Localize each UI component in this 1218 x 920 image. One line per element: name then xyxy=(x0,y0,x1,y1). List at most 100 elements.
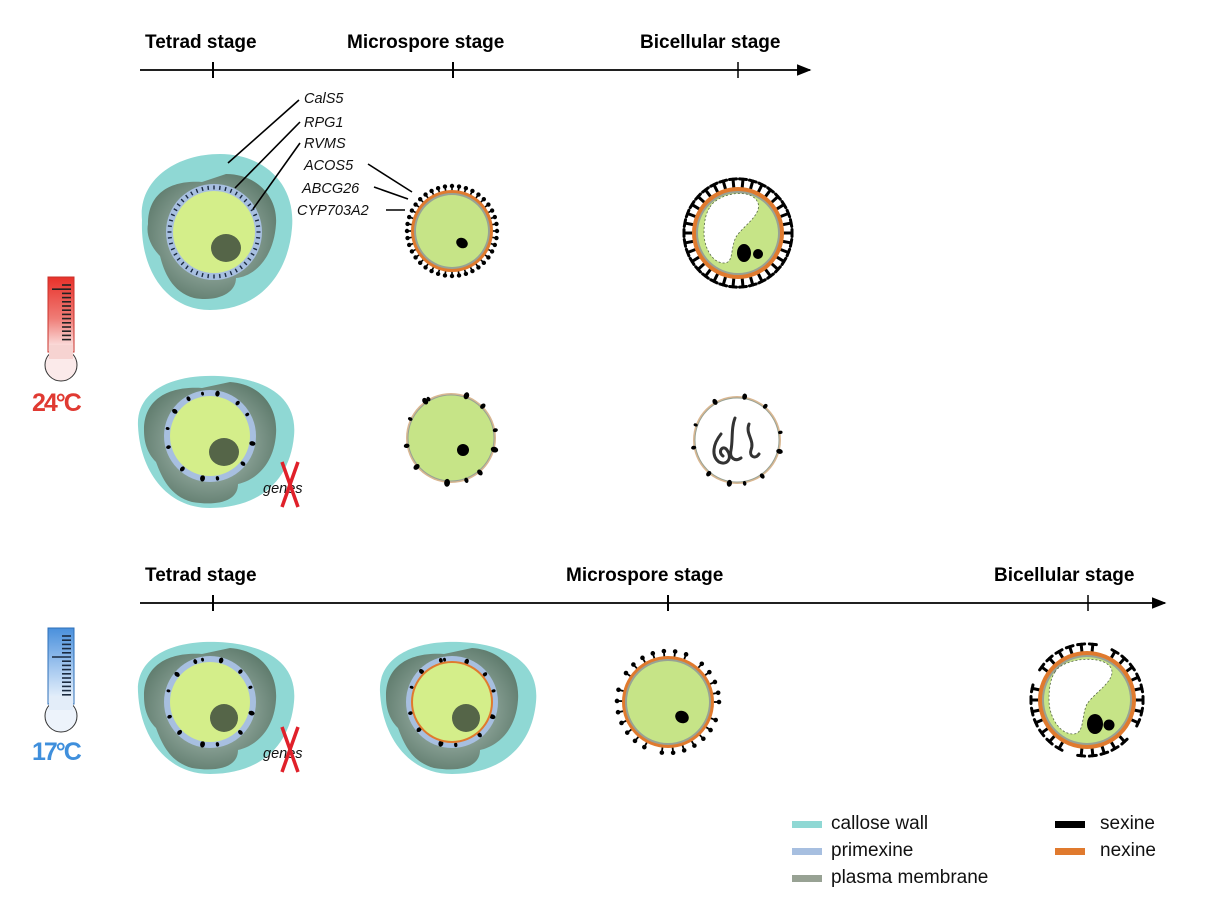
probaculum xyxy=(167,236,172,239)
temperature-label-17c: 17°C xyxy=(32,738,82,766)
sexine-tectum xyxy=(632,738,638,744)
vacuole xyxy=(1048,658,1113,735)
baculum xyxy=(763,267,773,278)
sexine-deposit xyxy=(742,393,748,400)
sexine-deposit xyxy=(490,446,499,453)
tectum xyxy=(1045,654,1054,663)
sexine-tectum xyxy=(423,265,428,270)
cell-tetrad-wt-24c xyxy=(141,154,293,310)
sexine-tectum xyxy=(442,184,448,189)
sexine-deposit xyxy=(407,417,413,421)
sexine-deposit xyxy=(422,397,429,405)
legend-label: nexine xyxy=(1100,840,1156,861)
sexine-deposit xyxy=(166,445,171,449)
tectum xyxy=(718,282,729,288)
stage-label-bicellular: Bicellular stage xyxy=(994,565,1134,586)
tectum xyxy=(1120,654,1129,663)
cytoplasm xyxy=(170,662,250,742)
tectum xyxy=(684,208,691,219)
sexine-deposit xyxy=(416,727,422,733)
probaculum xyxy=(190,268,194,273)
sexine-tectum xyxy=(708,727,713,733)
tectum xyxy=(682,218,688,229)
sexine-tectum xyxy=(681,748,687,753)
gene-label-abcg26: ABCG26 xyxy=(301,181,360,197)
thermometer-icon-24c xyxy=(44,276,78,382)
tectum xyxy=(684,247,691,258)
gene-labels: CalS5 RPG1 RVMS ACOS5 ABCG26 CYP703A2 xyxy=(227,91,413,219)
baculum xyxy=(780,239,793,245)
sexine-tectum xyxy=(456,184,462,189)
sexine-deposit xyxy=(712,398,718,405)
cell-tetrad-mutant-24c xyxy=(137,375,295,508)
legend-swatch xyxy=(1055,848,1085,855)
baculum xyxy=(712,183,720,195)
sexine-tectum xyxy=(470,188,475,194)
tectum xyxy=(774,265,782,274)
tectum xyxy=(1054,648,1064,655)
tectum xyxy=(1139,683,1145,694)
tectum xyxy=(766,272,775,280)
generative-nucleus xyxy=(753,249,763,259)
sexine-tectum xyxy=(423,192,428,197)
cell-microspore-mutant-24c xyxy=(403,392,499,487)
cross-icon xyxy=(280,461,300,508)
tectum xyxy=(728,284,739,289)
tectum xyxy=(709,278,719,285)
stage-label-tetrad: Tetrad stage xyxy=(145,32,257,53)
sexine-tectum xyxy=(494,235,499,241)
sexine-deposit xyxy=(177,729,183,735)
thermometer-icon-17c xyxy=(44,627,78,733)
probaculum xyxy=(168,219,174,222)
sexine-tectum xyxy=(670,750,676,756)
probaculum xyxy=(239,265,243,270)
sexine-tectum xyxy=(463,271,469,276)
sexine-deposit xyxy=(403,443,410,449)
sexine-deposit xyxy=(691,445,697,450)
sexine-deposit xyxy=(443,657,447,662)
baculum xyxy=(703,267,713,278)
sexine-tectum xyxy=(449,183,455,189)
tectum xyxy=(1064,644,1075,650)
probaculum xyxy=(234,191,238,196)
sexine-deposit xyxy=(172,408,178,414)
sexine-tectum xyxy=(481,260,487,266)
legend-item-callose-wall: callose wall xyxy=(792,813,928,834)
timeline-17c: Tetrad stage Microspore stage Bicellular… xyxy=(140,565,1167,611)
sexine-deposit xyxy=(489,714,496,720)
leader-line xyxy=(373,186,409,200)
sexine-tectum xyxy=(429,268,434,274)
tectum xyxy=(1032,718,1039,728)
cell-bicellular-wt-24c xyxy=(682,177,794,289)
sexine-tectum xyxy=(624,730,630,735)
baculum xyxy=(721,179,728,192)
sexine-deposit xyxy=(491,689,496,693)
sexine-tectum xyxy=(417,260,423,266)
sexine-tectum xyxy=(470,268,475,274)
tectum xyxy=(1110,648,1120,655)
sexine-deposit xyxy=(186,396,191,402)
sexine-tectum xyxy=(489,208,495,213)
tectum xyxy=(757,181,767,188)
probaculum xyxy=(173,208,178,212)
tectum xyxy=(747,178,758,184)
tectum xyxy=(701,186,710,194)
sexine-tectum xyxy=(642,744,647,750)
tectum xyxy=(1110,745,1120,752)
probaculum xyxy=(234,268,238,273)
probaculum xyxy=(247,257,252,261)
baculum xyxy=(763,188,773,199)
sexine-tectum xyxy=(481,196,487,202)
cytoplasm xyxy=(627,661,709,743)
cell-bicellular-mutant-17c xyxy=(1029,642,1145,758)
vegetative-nucleus xyxy=(1087,714,1103,734)
probaculum xyxy=(167,225,172,228)
baculum xyxy=(690,203,702,211)
sexine-tectum xyxy=(492,242,497,248)
sexine-tectum xyxy=(476,192,481,197)
sexine-tectum xyxy=(494,228,500,234)
sexine-deposit xyxy=(438,740,444,747)
tectum xyxy=(774,192,782,201)
sexine-deposit xyxy=(742,480,747,486)
sexine-tectum xyxy=(713,717,719,723)
